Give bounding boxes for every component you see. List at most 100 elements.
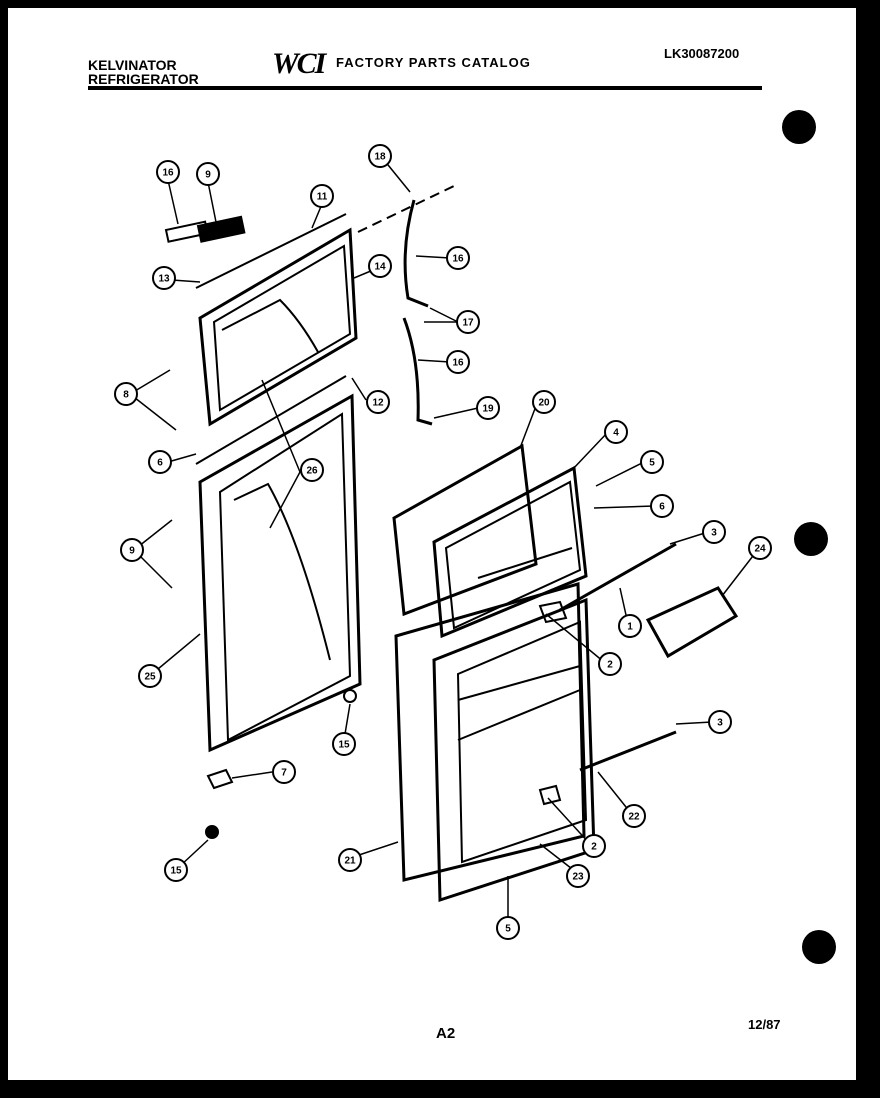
callout-number: 14: [374, 262, 386, 273]
callout-bubble: [446, 350, 470, 374]
callout-number: 2: [591, 842, 597, 853]
callout-number: 9: [205, 170, 211, 181]
callout-bubble: [368, 254, 392, 278]
callout-bubble: [152, 266, 176, 290]
document-number: LK30087200: [664, 46, 740, 61]
catalog-title: FACTORY PARTS CATALOG: [336, 55, 531, 70]
dashed-leader: [357, 185, 455, 233]
callout-number: 15: [338, 740, 350, 751]
callout-number: 7: [281, 768, 287, 779]
callout-bubble: [338, 848, 362, 872]
callout-bubble: [702, 520, 726, 544]
brand-line-1: KELVINATOR: [88, 57, 177, 73]
shelf-24: [645, 586, 739, 659]
callout-bubble: [332, 732, 356, 756]
callout-bubble: [138, 664, 162, 688]
callout-bubble: [598, 652, 622, 676]
label-plate-9: [196, 215, 246, 243]
fresh-food-door-inner: [218, 412, 352, 742]
binder-hole-icon: [794, 522, 828, 556]
gasket-21: [394, 582, 586, 882]
hinge-part-7: [206, 768, 234, 790]
liner-4-inner: [444, 480, 582, 630]
callout-number: 8: [123, 390, 129, 401]
callout-number: 22: [628, 812, 640, 823]
brand-line-2: REFRIGERATOR: [88, 71, 199, 87]
callout-number: 2: [607, 660, 613, 671]
callout-bubble: [604, 420, 628, 444]
callout-bubble: [148, 450, 172, 474]
freezer-door: [198, 227, 358, 427]
drawing-lines: [164, 185, 739, 903]
callout-number: 23: [572, 872, 584, 883]
freezer-door-inner: [212, 244, 352, 412]
callout-number: 4: [613, 428, 619, 439]
liner-23-inner: [456, 620, 588, 864]
callout-bubble: [456, 310, 480, 334]
callout-number: 5: [649, 458, 655, 469]
freezer-door-liner: [221, 298, 319, 353]
binder-hole-icon: [802, 930, 836, 964]
callout-bubble: [120, 538, 144, 562]
hinge-cap-15: [343, 689, 357, 703]
callout-number: 17: [462, 318, 474, 329]
callout-number: 16: [452, 358, 464, 369]
callout-number: 6: [659, 502, 665, 513]
callout-bubble: [748, 536, 772, 560]
hinge-pin-15: [205, 825, 219, 839]
callout-number: 21: [344, 856, 356, 867]
catalog-page: [8, 8, 856, 1080]
fresh-food-liner: [233, 482, 331, 661]
callout-bubble: [366, 390, 390, 414]
liner-23: [432, 597, 596, 903]
heater-wire-upper: [403, 199, 429, 308]
callout-bubble: [476, 396, 500, 420]
freezer-trim-strip: [195, 213, 347, 289]
brand-block: KELVINATOR REFRIGERATOR: [88, 58, 199, 86]
callout-bubble: [622, 804, 646, 828]
callout-number: 9: [129, 546, 135, 557]
callout-bubble: [618, 614, 642, 638]
callout-bubble: [196, 162, 220, 186]
door-shelf-b: [457, 689, 581, 741]
callout-bubble: [156, 160, 180, 184]
wci-logo: WCI: [272, 47, 326, 80]
callout-number: 26: [306, 466, 318, 477]
callout-number: 24: [754, 544, 766, 555]
callout-bubble: [164, 858, 188, 882]
callout-number: 16: [162, 168, 174, 179]
end-cap-2-lower: [538, 784, 562, 806]
door-divider-strip: [195, 375, 347, 465]
callout-number: 18: [374, 152, 386, 163]
callout-number: 3: [711, 528, 717, 539]
callout-number: 1: [627, 622, 633, 633]
binder-hole-icon: [782, 110, 816, 144]
callout-number: 13: [158, 274, 170, 285]
end-cap-2-upper: [538, 600, 568, 624]
callout-bubble: [114, 382, 138, 406]
callout-bubble: [650, 494, 674, 518]
callout-bubble: [640, 450, 664, 474]
liner-shelf: [477, 547, 573, 579]
callout-number: 16: [452, 254, 464, 265]
rail-22: [579, 730, 677, 772]
catalog-date: 12/87: [748, 1017, 781, 1032]
callout-number: 12: [372, 398, 384, 409]
callout-bubble: [368, 144, 392, 168]
callout-bubble: [582, 834, 606, 858]
callout-number: 11: [317, 192, 328, 203]
gasket-20: [392, 443, 538, 617]
fresh-food-door: [198, 393, 362, 753]
callout-number: 6: [157, 458, 163, 469]
door-shelf-a: [457, 665, 581, 701]
callout-bubble: [566, 864, 590, 888]
liner-4: [432, 465, 588, 639]
callout-bubble: [272, 760, 296, 784]
callout-number: 5: [505, 924, 511, 935]
callout-number: 15: [170, 866, 182, 877]
callout-bubble: [446, 246, 470, 270]
callout-bubble: [310, 184, 334, 208]
callout-number: 19: [482, 404, 494, 415]
